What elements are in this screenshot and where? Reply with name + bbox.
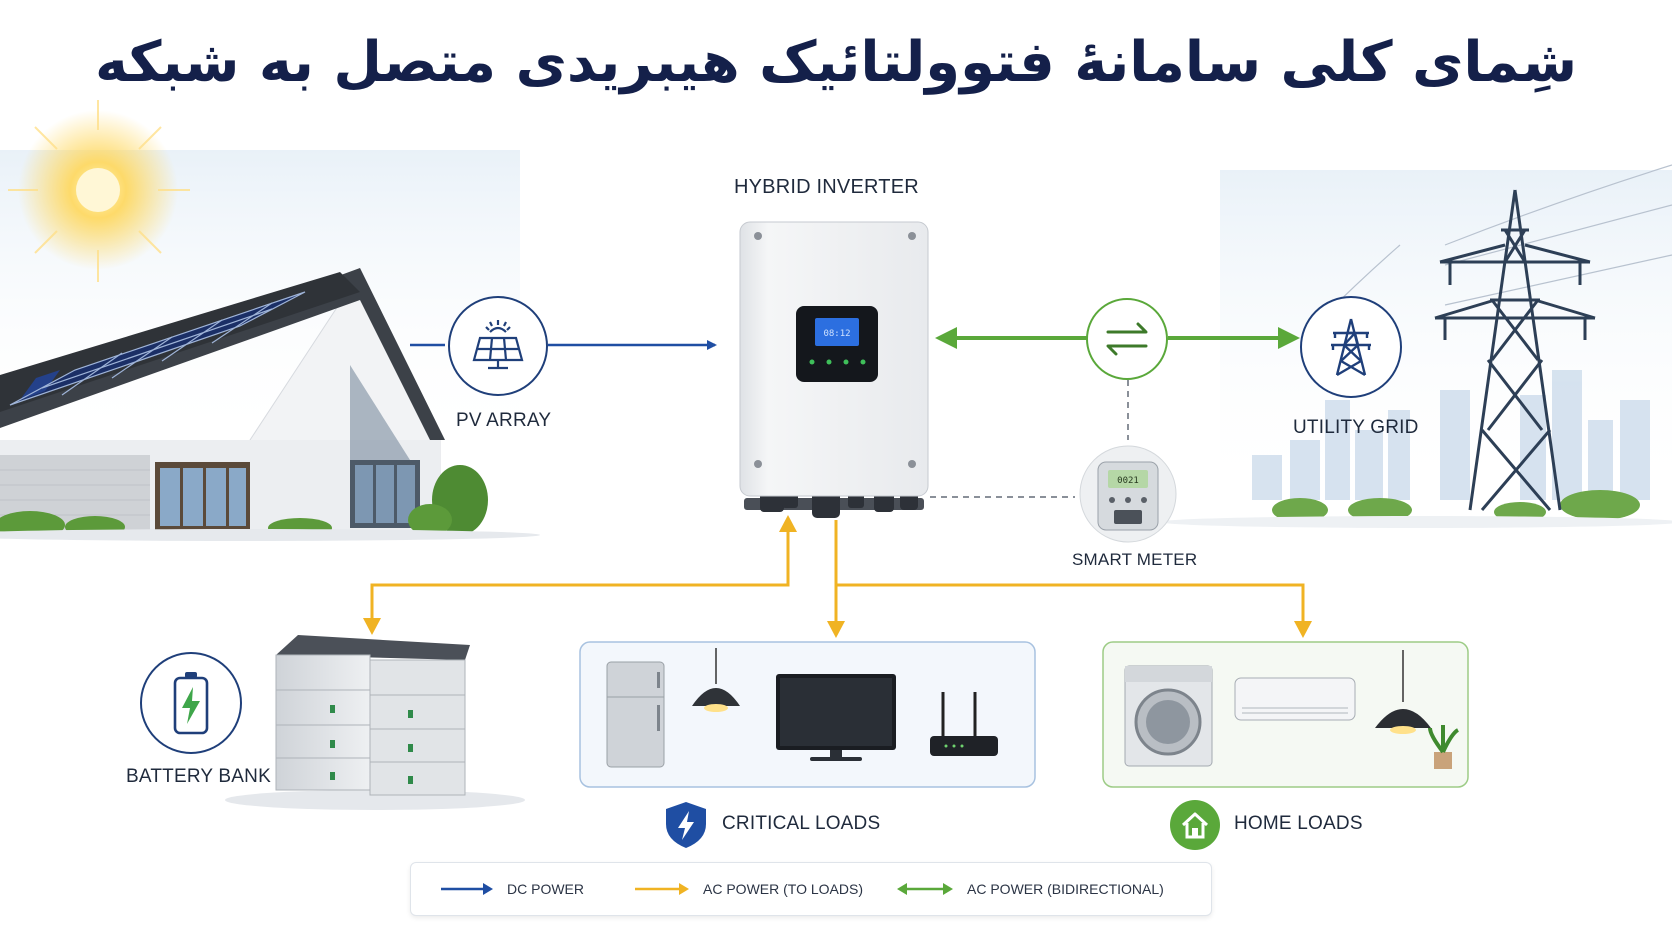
green-double-arrow-icon: [897, 883, 953, 895]
pendant-lamp-icon: [692, 648, 740, 712]
hybrid-inverter: 08:12: [739, 221, 929, 518]
power-lines: [1319, 164, 1672, 321]
refrigerator-icon: [606, 661, 665, 768]
inverter-label: HYBRID INVERTER: [734, 176, 919, 198]
ac-arrow-to-inverter: [779, 515, 797, 532]
solar-array: [9, 291, 306, 406]
meter-label: SMART METER: [1072, 550, 1198, 569]
legend-label-ac-loads: AC POWER (TO LOADS): [703, 881, 863, 897]
legend-label-dc: DC POWER: [507, 881, 584, 897]
bidirectional-circle: [1086, 298, 1168, 380]
pendant-lamp-home-icon: [1375, 650, 1431, 734]
smart-meter: 0021: [1079, 445, 1177, 543]
router-icon: [930, 692, 998, 756]
grid-label: UTILITY GRID: [1293, 417, 1419, 438]
grid-circle: [1300, 296, 1402, 398]
transmission-tower: [1434, 189, 1596, 511]
shield-bolt-icon: [662, 800, 712, 852]
legend: DC POWER AC POWER (TO LOADS) AC POWER (B…: [410, 862, 1212, 916]
svg-text:0021: 0021: [1117, 476, 1139, 486]
legend-item-ac-loads: AC POWER (TO LOADS): [633, 863, 863, 915]
blue-arrow-icon: [441, 883, 493, 895]
battery-circle: [140, 652, 242, 754]
battery-bank-illustration: [225, 635, 525, 810]
home-loads-label: HOME LOADS: [1234, 813, 1363, 834]
television-icon: [776, 674, 896, 761]
orange-arrow-icon: [635, 883, 689, 895]
legend-item-dc: DC POWER: [439, 863, 584, 915]
battery-icon: [173, 672, 209, 735]
ac-arrow-to-critical: [827, 621, 845, 638]
ac-bidir-arrowhead-right: [1278, 327, 1300, 349]
svg-text:08:12: 08:12: [823, 329, 850, 339]
legend-label-ac-bidir: AC POWER (BIDIRECTIONAL): [967, 881, 1164, 897]
plant-icon: [1428, 725, 1460, 769]
city-skyline: [1252, 370, 1650, 500]
legend-item-ac-bidir: AC POWER (BIDIRECTIONAL): [895, 863, 1164, 915]
house-icon: [1170, 800, 1220, 850]
pv-circle: [448, 296, 548, 396]
ac-arrow-to-battery: [363, 618, 381, 635]
ac-arrow-to-home: [1294, 621, 1312, 638]
pv-label: PV ARRAY: [456, 410, 552, 431]
critical-loads-label: CRITICAL LOADS: [722, 813, 881, 834]
ac-bidir-arrowhead-left: [935, 327, 957, 349]
house-illustration: [0, 268, 540, 541]
washing-machine-icon: [1124, 665, 1213, 767]
solar-panel-icon: [472, 320, 524, 370]
swap-arrows-icon: [1106, 322, 1148, 356]
transmission-tower-icon: [1331, 318, 1371, 377]
page-title: شِمای کلی سامانهٔ فتوولتائیک هیبریدی متص…: [94, 30, 1578, 95]
air-conditioner-icon: [1234, 677, 1356, 721]
sun-icon: [8, 100, 190, 282]
ac-load-lines: [370, 520, 1305, 625]
battery-label: BATTERY BANK: [126, 766, 271, 787]
